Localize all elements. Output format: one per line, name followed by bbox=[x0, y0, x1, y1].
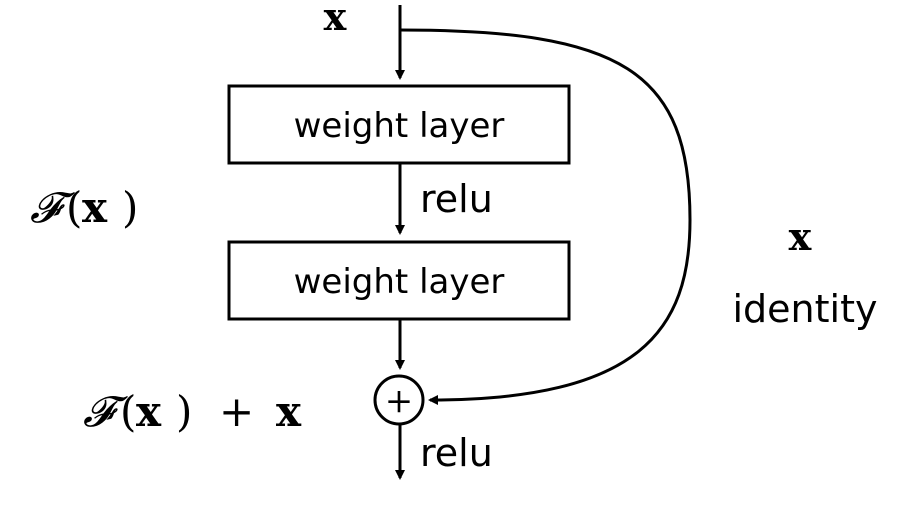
weight-layer-2: weight layer bbox=[227, 240, 571, 321]
input-x-label: x bbox=[324, 0, 347, 39]
identity-shortcut-arrow bbox=[399, 28, 692, 405]
sum-plus: + bbox=[219, 387, 254, 436]
output-sum-label: 𝓕 ( x ) + x bbox=[83, 387, 302, 436]
weight-layer-2-box bbox=[227, 240, 571, 321]
relu-label-middle: relu bbox=[420, 177, 493, 221]
fx-lparen: ( bbox=[66, 183, 82, 232]
relu-label-output: relu bbox=[420, 431, 493, 475]
plus-icon: + bbox=[385, 381, 414, 421]
fx-x: x bbox=[82, 183, 108, 232]
sum-lparen: ( bbox=[120, 387, 136, 436]
addition-node: + bbox=[373, 374, 425, 426]
fx-rparen: ) bbox=[122, 183, 138, 232]
weight-layer-1-label: weight layer bbox=[294, 106, 505, 146]
sum-x2: x bbox=[276, 387, 302, 436]
shortcut-identity-label: identity bbox=[733, 287, 878, 331]
sum-rparen: ) bbox=[176, 387, 192, 436]
shortcut-x-label: x bbox=[789, 214, 812, 259]
weight-layer-1: weight layer bbox=[227, 84, 571, 165]
sum-x1: x bbox=[136, 387, 162, 436]
function-fx-label: 𝓕 ( x ) bbox=[30, 183, 138, 232]
weight-layer-2-label: weight layer bbox=[294, 262, 505, 302]
